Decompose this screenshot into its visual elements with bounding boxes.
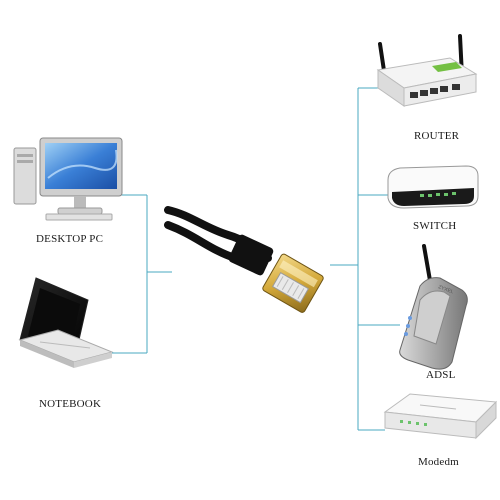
desktop-pc-label: DESKTOP PC bbox=[36, 233, 104, 245]
notebook-label: NOTEBOOK bbox=[39, 398, 102, 410]
adsl-modem-icon: ZYXEL bbox=[399, 244, 468, 370]
desktop-pc-icon bbox=[13, 137, 123, 221]
connector-lines bbox=[110, 87, 400, 431]
notebook-icon bbox=[18, 277, 114, 368]
modem-label: Modedm bbox=[418, 456, 459, 468]
switch-label: SWITCH bbox=[413, 220, 457, 232]
modem-icon bbox=[383, 393, 498, 440]
switch-icon bbox=[387, 165, 479, 209]
router-icon bbox=[376, 34, 478, 107]
ethernet-cable-icon bbox=[164, 206, 324, 313]
adsl-label: ADSL bbox=[426, 369, 456, 381]
router-label: ROUTER bbox=[414, 130, 460, 142]
adsl-brand-text: ZYXEL bbox=[437, 284, 454, 295]
